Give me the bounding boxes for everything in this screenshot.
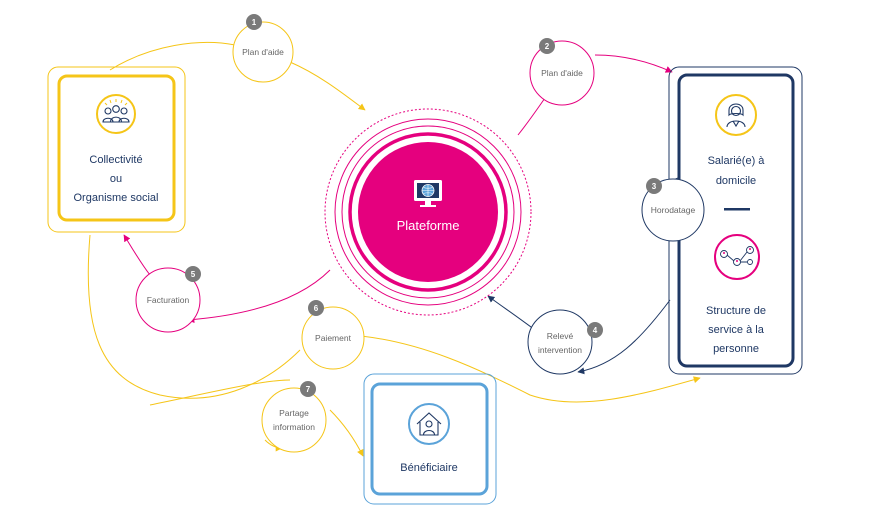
structure-line3: personne <box>713 343 759 355</box>
connector-7-b <box>329 409 364 457</box>
beneficiaire-label: Bénéficiaire <box>400 462 457 474</box>
step-3: Horodatage 3 <box>641 178 705 242</box>
step-4: Relevé intervention 4 <box>527 309 603 375</box>
step-7-badge <box>300 381 316 397</box>
monitor-globe-icon <box>414 180 442 207</box>
connector-6-b <box>349 334 701 403</box>
connector-4-in <box>577 299 671 375</box>
step-2-badge <box>539 38 555 54</box>
connector-5-in <box>187 269 331 323</box>
step-5-number: 5 <box>191 270 196 279</box>
step-2-circle <box>529 40 595 106</box>
step-3-circle <box>641 178 705 242</box>
platform-ring-dotted <box>324 108 532 316</box>
salarie-line2: domicile <box>716 175 756 187</box>
collectivite-frame-outer <box>47 66 186 233</box>
step-1-number: 1 <box>252 18 257 27</box>
person-icon <box>715 94 757 136</box>
step-2-number: 2 <box>545 42 550 51</box>
step-6-badge <box>308 300 324 316</box>
group-people-icon <box>96 94 136 134</box>
step-5-label: Facturation <box>147 295 190 305</box>
step-4-label-2: intervention <box>538 345 582 355</box>
step-1-circle <box>232 21 294 83</box>
step-6: Paiement 6 <box>301 300 365 370</box>
step-5-circle <box>135 267 201 333</box>
step-4-number: 4 <box>593 326 598 335</box>
step-7-circle <box>261 387 327 453</box>
step-7-label-1: Partage <box>279 408 309 418</box>
step-1-badge <box>246 14 262 30</box>
structure-line1: Structure de <box>706 305 766 317</box>
step-6-number: 6 <box>314 304 319 313</box>
connector-5-out <box>123 234 151 276</box>
step-7: Partage information 7 <box>261 381 327 453</box>
connector-2-in <box>517 97 546 136</box>
salarie-structure-node: Salarié(e) à domicile Structure de servi… <box>668 66 803 375</box>
connector-1-out <box>289 61 366 111</box>
step-5-badge <box>185 266 201 282</box>
home-person-icon <box>408 403 450 445</box>
platform-ring-outer <box>334 118 522 306</box>
step-2-label: Plan d'aide <box>541 68 583 78</box>
step-4-badge <box>587 322 603 338</box>
step-6-label: Paiement <box>315 333 352 343</box>
step-7-number: 7 <box>306 385 311 394</box>
collectivite-line3: Organisme social <box>74 192 159 204</box>
step-6-circle <box>301 306 365 370</box>
collectivite-node: Collectivité ou Organisme social <box>47 66 186 233</box>
beneficiaire-node: Bénéficiaire <box>363 373 497 505</box>
step-3-label: Horodatage <box>651 205 696 215</box>
connector-2-out <box>594 54 673 73</box>
divider <box>724 208 750 211</box>
collectivite-line1: Collectivité <box>89 154 142 166</box>
step-3-badge <box>646 178 662 194</box>
platform-ring-mid <box>341 125 515 299</box>
step-2: Plan d'aide 2 <box>529 38 595 106</box>
platform-ring-inner <box>348 132 508 292</box>
step-4-circle <box>527 309 593 375</box>
step-4-label-1: Relevé <box>547 331 574 341</box>
network-people-icon <box>714 234 760 280</box>
platform-node: Plateforme <box>324 108 532 316</box>
structure-line2: service à la <box>708 324 765 336</box>
connector-4-out <box>487 295 536 331</box>
step-7-label-2: information <box>273 422 315 432</box>
connector-1-in <box>109 41 236 71</box>
salarie-line1: Salarié(e) à <box>708 155 766 167</box>
step-1-label: Plan d'aide <box>242 47 284 57</box>
platform-label: Plateforme <box>397 218 460 233</box>
connector-6-a <box>87 234 301 399</box>
collectivite-frame-inner <box>57 74 176 222</box>
platform-core <box>358 142 498 282</box>
beneficiaire-frame-outer <box>363 373 497 505</box>
collectivite-line2: ou <box>110 173 122 185</box>
step-3-number: 3 <box>652 182 657 191</box>
connector-7-a <box>149 379 291 406</box>
step-5: Facturation 5 <box>135 266 201 333</box>
step-1: Plan d'aide 1 <box>232 14 294 83</box>
